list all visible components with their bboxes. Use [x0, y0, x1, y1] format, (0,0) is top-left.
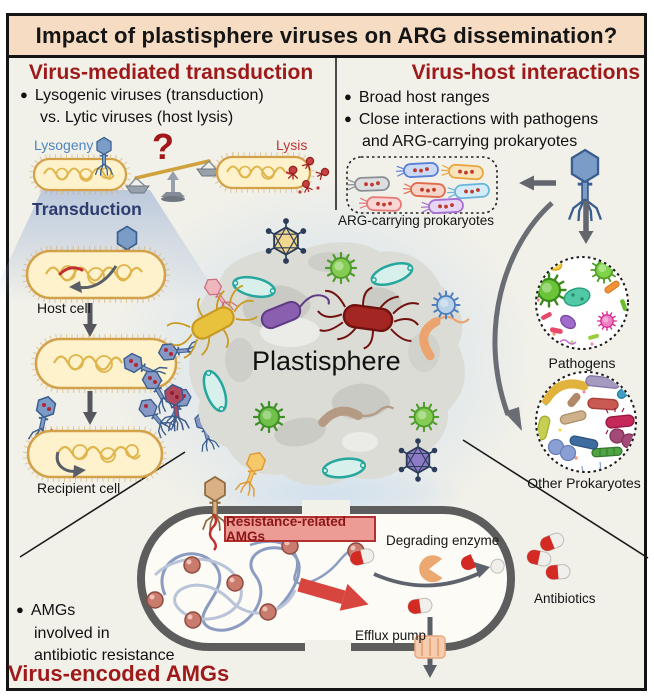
- lysed-cell-with-virions-illustration: [31, 334, 221, 454]
- bottom-bullet-1b: involved in: [34, 625, 110, 642]
- plastisphere-community: [158, 217, 470, 499]
- bullet-glyph: ●: [344, 89, 352, 104]
- efflux-pump-label: Efflux pump: [355, 628, 427, 643]
- right-bullet-2b: and ARG-carrying prokaryotes: [362, 133, 578, 150]
- right-bullet-2: ●Close interactions with pathogens: [344, 111, 599, 128]
- brown-vibrio-icon: [318, 405, 395, 427]
- efflux-pump-icon: [414, 635, 446, 659]
- balance-scale-icon: [125, 159, 221, 202]
- host-cell-label: Host cell: [37, 300, 91, 316]
- recipient-cell-illustration: [23, 426, 167, 482]
- bottom-bullet-1: ●AMGs: [16, 602, 76, 619]
- left-bullet-1: ●Lysogenic viruses (transduction): [20, 87, 264, 104]
- membrane-gap-bottom: [305, 640, 351, 655]
- recipient-cell-label: Recipient cell: [37, 480, 121, 496]
- antibiotics-illustration: [525, 530, 571, 581]
- plastisphere-label: Plastisphere: [252, 346, 401, 376]
- callout-line-right: [462, 439, 649, 559]
- lysogeny-bacterium-illustration: [29, 154, 131, 195]
- bottom-bullet-1c: antibiotic resistance: [34, 647, 175, 664]
- figure-title: Impact of plastisphere viruses on ARG di…: [35, 22, 618, 48]
- pathogens-label: Pathogens: [548, 355, 616, 371]
- title-banner: Impact of plastisphere viruses on ARG di…: [6, 13, 647, 58]
- bullet-glyph: ●: [344, 111, 352, 126]
- right-section-heading: Virus-host interactions: [411, 61, 640, 84]
- resistance-amg-box: Resistance-related AMGs: [224, 514, 376, 544]
- antibiotics-label: Antibiotics: [534, 591, 596, 606]
- membrane-gap-top: [302, 500, 350, 515]
- degrading-enzyme-label: Degrading enzyme: [386, 533, 500, 548]
- big-red-arrow: [297, 577, 369, 611]
- flow-arrowhead: [83, 324, 97, 337]
- bullet-glyph: ●: [20, 87, 28, 102]
- question-mark: ?: [152, 126, 174, 167]
- left-bullet-1b: vs. Lytic viruses (host lysis): [40, 109, 234, 126]
- other-prokaryotes-label: Other Prokaryotes: [527, 475, 641, 491]
- plastisphere-blob: [189, 242, 465, 486]
- lysis-bacterium-illustration: [212, 152, 331, 195]
- phage-dna-strand: [208, 513, 218, 551]
- arrow-to-other-prokaryotes: [492, 201, 554, 416]
- degrading-enzyme-illustration: [348, 546, 505, 588]
- purple-bacterium-icon: [260, 294, 330, 330]
- enzyme-icon: [419, 555, 443, 583]
- right-bullet-1: ●Broad host ranges: [344, 89, 490, 106]
- lysogeny-label: Lysogeny: [34, 137, 94, 153]
- left-section-heading: Virus-mediated transduction: [28, 61, 314, 84]
- bullet-glyph: ●: [16, 602, 24, 617]
- arg-box-label: ARG-carrying prokaryotes: [338, 213, 495, 228]
- orange-vibrio-icon: [419, 315, 470, 361]
- lysis-label: Lysis: [276, 137, 308, 153]
- flow-arrowhead: [83, 412, 97, 425]
- degradation-arrow: [373, 570, 483, 588]
- host-cell-illustration: [22, 246, 170, 303]
- bottom-section-heading: Virus-encoded AMGs: [8, 661, 230, 686]
- arg-prokaryotes-box: [346, 156, 498, 214]
- transduction-label: Transduction: [32, 199, 142, 219]
